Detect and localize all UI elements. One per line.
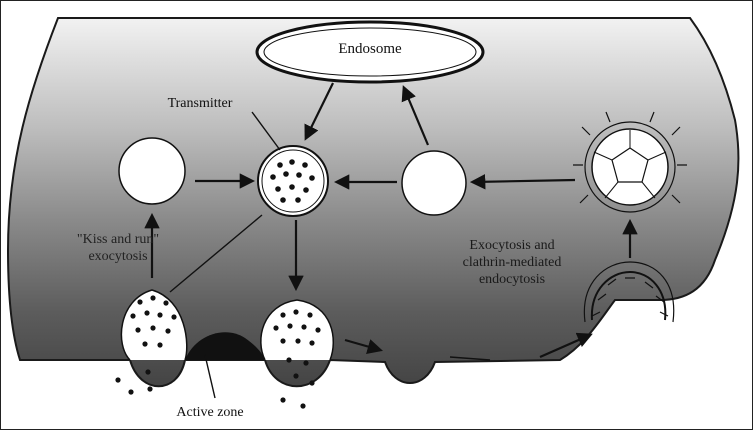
label-kiss-and-run: "Kiss and run" exocytosis (58, 231, 178, 265)
empty-vesicle-left (119, 138, 185, 204)
active-zone-pointer (205, 355, 215, 398)
label-endosome: Endosome (310, 41, 430, 58)
label-exocytosis: Exocytosis and clathrin-mediated endocyt… (432, 237, 592, 288)
filled-vesicle (258, 146, 328, 216)
empty-vesicle-right (402, 151, 466, 215)
label-transmitter: Transmitter (140, 95, 260, 112)
label-active-zone: Active zone (150, 404, 270, 421)
